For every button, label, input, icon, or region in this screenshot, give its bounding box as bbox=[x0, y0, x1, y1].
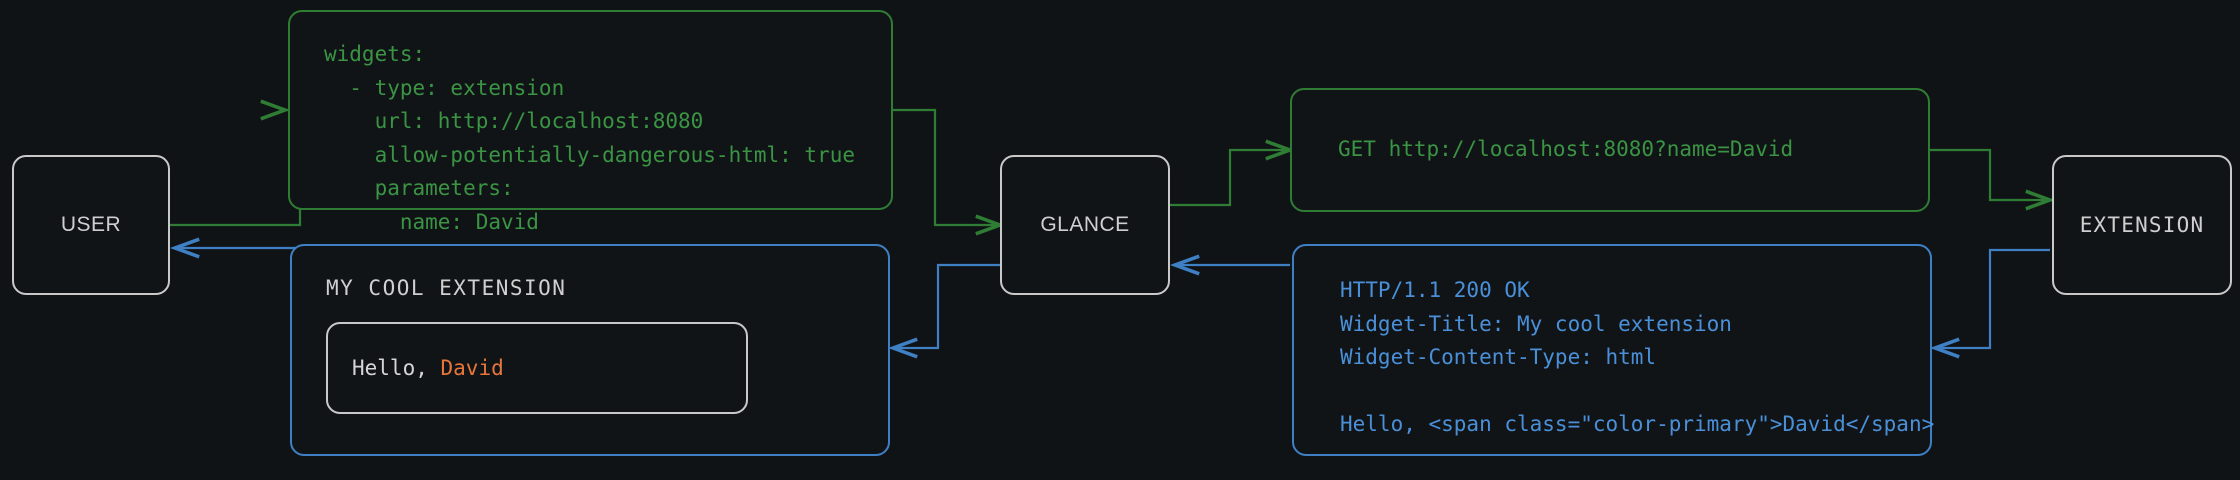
edge-request-to-extension bbox=[1930, 148, 2050, 200]
node-extension-label: EXTENSION bbox=[2079, 213, 2205, 237]
widget-preview-box[interactable]: MY COOL EXTENSION Hello, David bbox=[290, 244, 890, 456]
node-extension[interactable]: EXTENSION bbox=[2052, 155, 2232, 295]
widget-greeting-prefix: Hello, bbox=[352, 356, 441, 380]
config-yaml-box[interactable]: widgets: - type: extension url: http://l… bbox=[288, 10, 893, 234]
request-box[interactable]: GET http://localhost:8080?name=David bbox=[1290, 88, 1930, 212]
request-code: GET http://localhost:8080?name=David bbox=[1338, 137, 1794, 162]
config-yaml-code: widgets: - type: extension url: http://l… bbox=[324, 42, 856, 234]
node-glance-label: GLANCE bbox=[1040, 213, 1130, 236]
node-glance[interactable]: GLANCE bbox=[1000, 155, 1170, 295]
edge-glance-to-widget bbox=[893, 263, 1000, 348]
widget-greeting: Hello, David bbox=[352, 356, 504, 380]
edge-widget-to-user bbox=[175, 248, 302, 348]
response-code: HTTP/1.1 200 OK Widget-Title: My cool ex… bbox=[1340, 278, 1935, 437]
node-user[interactable]: USER bbox=[12, 155, 170, 295]
edge-config-to-glance bbox=[893, 108, 1000, 225]
widget-content-card[interactable]: Hello, David bbox=[326, 322, 748, 414]
widget-title: MY COOL EXTENSION bbox=[326, 276, 567, 300]
edge-extension-to-response bbox=[1935, 248, 2050, 348]
node-user-label: USER bbox=[60, 213, 122, 236]
widget-greeting-name: David bbox=[440, 356, 504, 380]
response-box[interactable]: HTTP/1.1 200 OK Widget-Title: My cool ex… bbox=[1292, 244, 1935, 456]
edge-user-to-config bbox=[170, 110, 302, 227]
edge-glance-to-request bbox=[1170, 150, 1290, 207]
